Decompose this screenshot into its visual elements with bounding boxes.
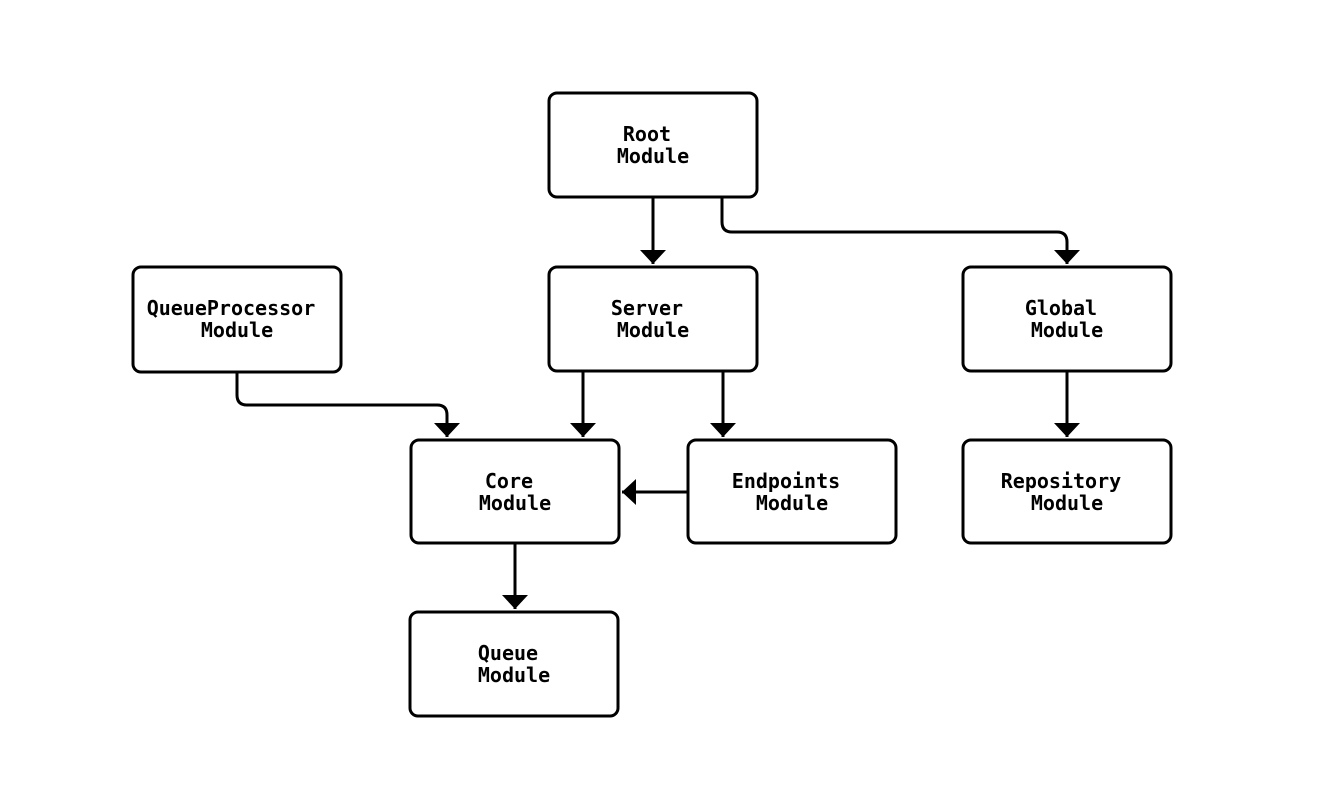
- node-server-module-label: Server Module: [611, 296, 695, 342]
- node-repository-module-line1: Repository: [1001, 469, 1121, 493]
- node-server-module: Server Module: [547, 265, 759, 373]
- node-queueprocessor-module-box: [131, 265, 343, 374]
- node-queue-module-line2: Module: [478, 663, 550, 687]
- node-global-module-box: [961, 265, 1173, 373]
- node-core-module-box: [409, 438, 621, 545]
- node-endpoints-module-label: Endpoints Module: [732, 469, 852, 515]
- node-server-module-line1: Server: [611, 296, 683, 320]
- node-endpoints-module: Endpoints Module: [686, 438, 898, 545]
- node-queue-module: Queue Module: [408, 610, 620, 718]
- node-endpoints-module-line1: Endpoints: [732, 469, 840, 493]
- node-core-module-line1: Core: [485, 469, 533, 493]
- node-endpoints-module-box: [686, 438, 898, 545]
- node-root-module-line2: Module: [617, 144, 689, 168]
- node-queue-module-label: Queue Module: [478, 641, 550, 687]
- node-global-module-label: Global Module: [1025, 296, 1109, 342]
- node-core-module-line2: Module: [479, 491, 551, 515]
- node-queueprocessor-module-line2: Module: [201, 318, 273, 342]
- node-repository-module-box: [961, 438, 1173, 545]
- edge-root-module-to-global-module: [720, 197, 1080, 264]
- node-root-module: Root Module: [547, 91, 759, 199]
- node-root-module-label: Root Module: [617, 122, 689, 168]
- node-repository-module-label: Repository Module: [1001, 469, 1133, 515]
- node-queueprocessor-module-label: QueueProcessor Module: [147, 296, 328, 342]
- node-root-module-box: [547, 91, 759, 199]
- node-server-module-box: [547, 265, 759, 373]
- node-repository-module: Repository Module: [961, 438, 1173, 545]
- node-queueprocessor-module-line1: QueueProcessor: [147, 296, 316, 320]
- node-core-module: Core Module: [409, 438, 621, 545]
- edge-queueprocessor-module-to-core-module: [235, 372, 460, 437]
- node-root-module-line1: Root: [623, 122, 671, 146]
- node-endpoints-module-line2: Module: [756, 491, 828, 515]
- node-server-module-line2: Module: [617, 318, 689, 342]
- node-queue-module-line1: Queue: [478, 641, 538, 665]
- node-global-module: Global Module: [961, 265, 1173, 373]
- node-core-module-label: Core Module: [479, 469, 551, 515]
- node-global-module-line1: Global: [1025, 296, 1097, 320]
- node-repository-module-line2: Module: [1031, 491, 1103, 515]
- node-global-module-line2: Module: [1031, 318, 1103, 342]
- node-queueprocessor-module: QueueProcessor Module: [131, 265, 343, 374]
- node-queue-module-box: [408, 610, 620, 718]
- diagram-edges: [235, 197, 1080, 609]
